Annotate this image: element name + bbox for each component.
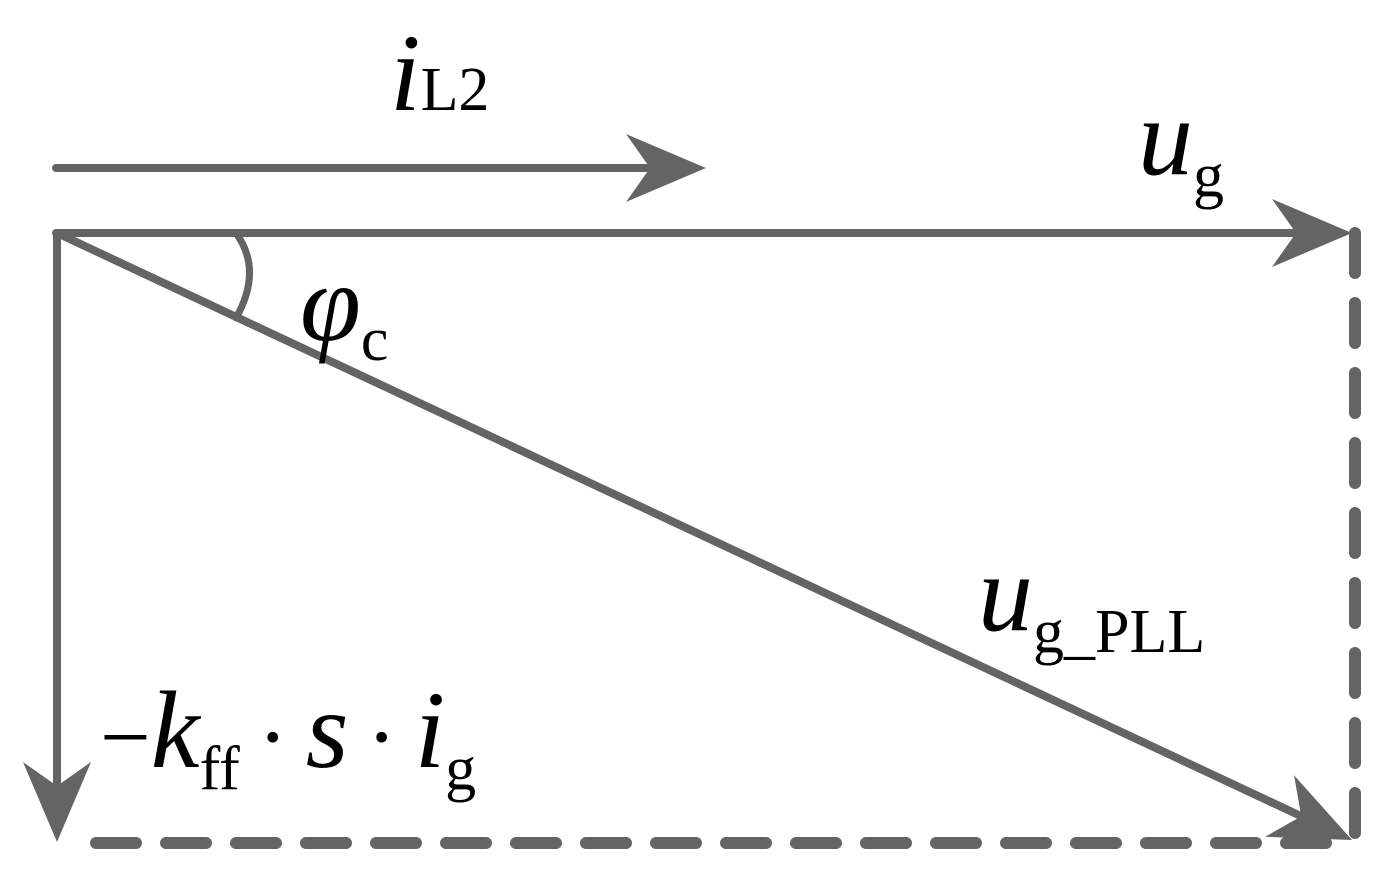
label-u-g-pll: ug_PLL <box>978 532 1206 666</box>
u-g-pll-arrowhead <box>1265 775 1352 840</box>
diagram-shapes <box>23 134 1361 849</box>
label-u-g: ug <box>1138 76 1224 210</box>
phi-c-angle-arc <box>232 232 253 322</box>
u-g-pll-vector-line <box>53 229 1309 822</box>
feedforward-arrowhead <box>23 762 91 842</box>
label-feedforward-term: −kff·s·ig <box>100 669 477 803</box>
u-g-arrowhead <box>1272 199 1352 267</box>
label-phi-c: φc <box>300 242 389 374</box>
label-i-L2: iL2 <box>390 12 490 134</box>
i-L2-arrowhead <box>626 134 706 202</box>
